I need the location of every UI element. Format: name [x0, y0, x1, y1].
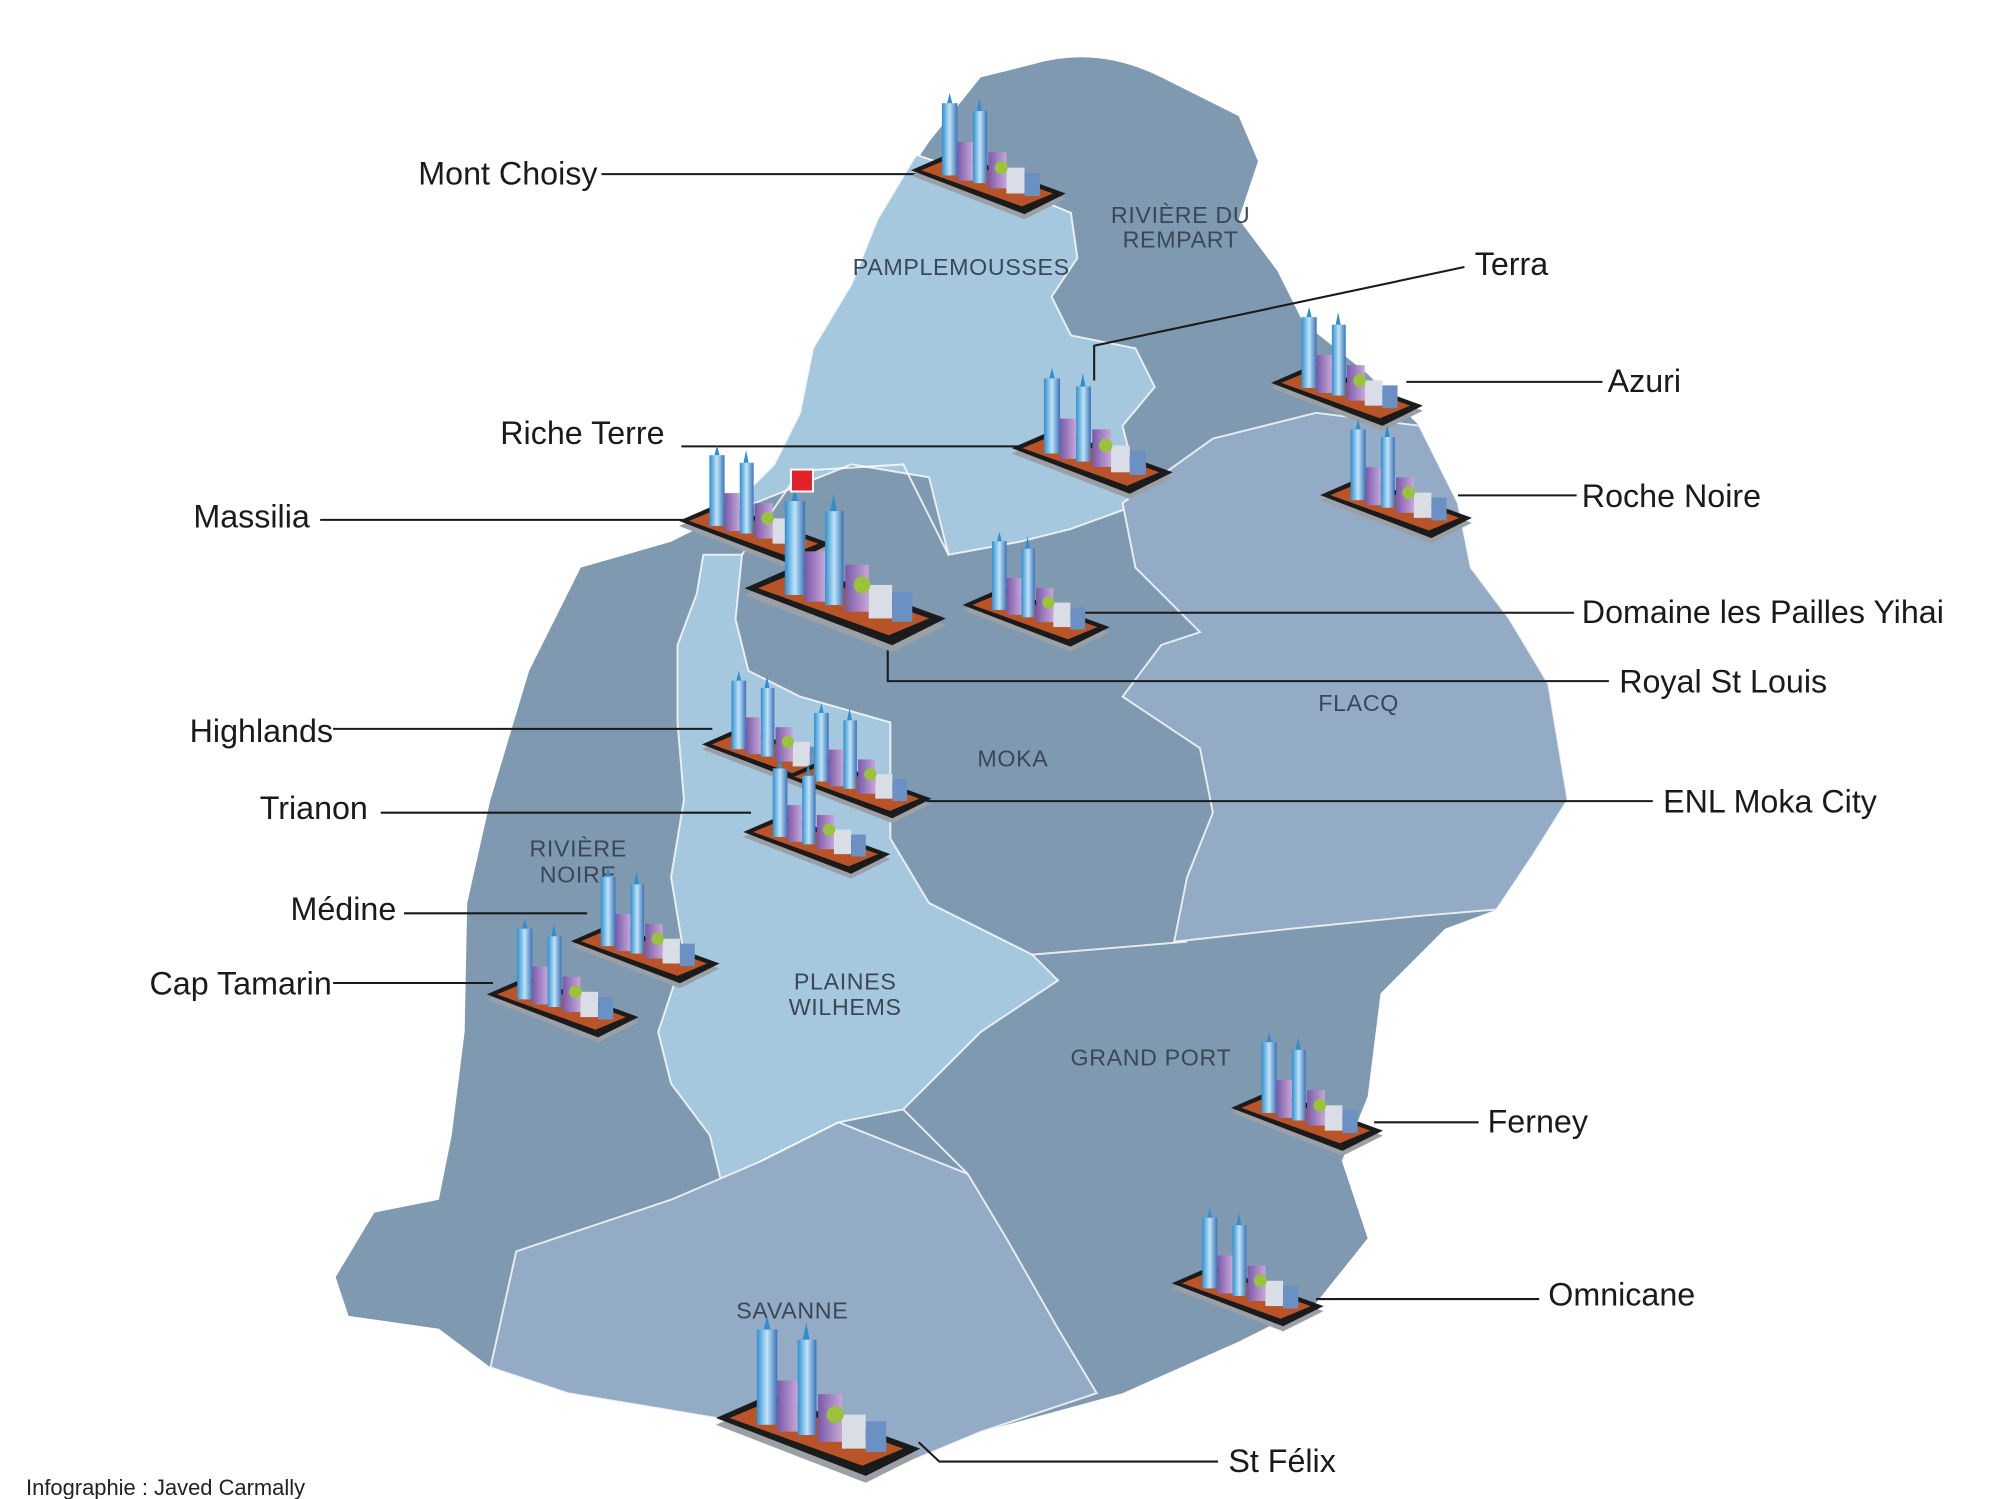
label-mont-choisy[interactable]: Mont Choisy: [418, 155, 598, 191]
label-enl-moka-city[interactable]: ENL Moka City: [1663, 784, 1878, 820]
region-label-line: RIVIÈRE: [529, 836, 626, 862]
label-ferney[interactable]: Ferney: [1488, 1104, 1589, 1140]
label-roche-noire[interactable]: Roche Noire: [1582, 478, 1761, 514]
label-medine[interactable]: Médine: [290, 891, 396, 927]
region-label-moka: MOKA: [977, 745, 1048, 771]
marker-icon: [790, 468, 814, 493]
region-label-line: REMPART: [1123, 227, 1239, 253]
region-moka-border: [741, 463, 1188, 1175]
region-flacq[interactable]: [1121, 411, 1569, 943]
region-label-line: PLAINES: [794, 968, 897, 994]
label-royal-st-louis[interactable]: Royal St Louis: [1619, 664, 1827, 700]
label-highlands[interactable]: Highlands: [190, 713, 333, 749]
label-omnicane[interactable]: Omnicane: [1548, 1276, 1695, 1312]
label-riche-terre[interactable]: Riche Terre: [500, 415, 664, 451]
region-label-grand-port: GRAND PORT: [1071, 1045, 1232, 1071]
label-st-felix[interactable]: St Félix: [1228, 1443, 1336, 1479]
label-azuri[interactable]: Azuri: [1608, 363, 1681, 399]
leader-st-felix: [918, 1441, 1219, 1463]
region-label-flacq: FLACQ: [1318, 690, 1399, 716]
region-label-pamplemousses: PAMPLEMOUSSES: [853, 254, 1070, 280]
label-trianon[interactable]: Trianon: [260, 790, 368, 826]
leader-terra: [1093, 266, 1465, 381]
region-label-savanne: SAVANNE: [736, 1297, 848, 1323]
label-cap-tamarin[interactable]: Cap Tamarin: [150, 966, 332, 1002]
label-domaine-les-pailles[interactable]: Domaine les Pailles Yihai: [1582, 594, 1944, 630]
leader-royal-st-louis: [886, 638, 1609, 683]
region-label-line: RIVIÈRE DU: [1111, 202, 1250, 228]
label-massilia[interactable]: Massilia: [193, 499, 310, 535]
leader-lines: [320, 173, 1653, 1463]
label-terra[interactable]: Terra: [1475, 246, 1549, 282]
credit-text: Infographie : Javed Carmally: [26, 1475, 305, 1499]
region-label-line: WILHEMS: [789, 994, 902, 1020]
